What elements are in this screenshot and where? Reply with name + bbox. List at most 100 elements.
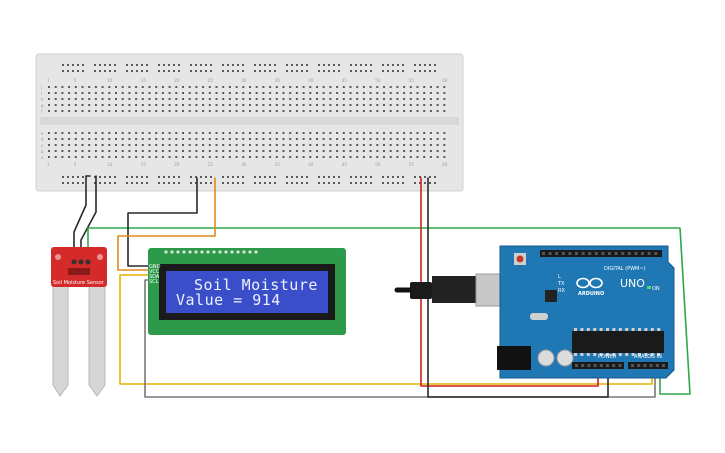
- digital-pin[interactable]: [581, 252, 585, 255]
- arduino-digital-pins[interactable]: [542, 252, 658, 255]
- breadboard-hole[interactable]: [82, 64, 84, 66]
- breadboard-hole[interactable]: [255, 150, 258, 152]
- breadboard-hole[interactable]: [286, 182, 288, 184]
- breadboard-hole[interactable]: [316, 138, 318, 140]
- breadboard-hole[interactable]: [182, 144, 184, 146]
- breadboard-hole[interactable]: [262, 156, 265, 158]
- breadboard-hole[interactable]: [190, 182, 192, 184]
- breadboard-hole[interactable]: [328, 176, 330, 178]
- breadboard-hole[interactable]: [389, 144, 392, 146]
- breadboard-hole[interactable]: [383, 144, 385, 146]
- breadboard-hole[interactable]: [336, 150, 339, 152]
- breadboard-hole[interactable]: [409, 92, 412, 94]
- breadboard-hole[interactable]: [155, 92, 158, 94]
- breadboard-hole[interactable]: [382, 182, 384, 184]
- breadboard-hole[interactable]: [262, 138, 265, 140]
- breadboard-hole[interactable]: [409, 150, 412, 152]
- breadboard-hole[interactable]: [215, 156, 218, 158]
- breadboard-hole[interactable]: [389, 86, 392, 88]
- power-pin[interactable]: [593, 364, 597, 367]
- breadboard-hole[interactable]: [62, 176, 64, 178]
- breadboard-hole[interactable]: [74, 92, 77, 94]
- breadboard-hole[interactable]: [434, 182, 436, 184]
- breadboard-hole[interactable]: [227, 176, 229, 178]
- breadboard-hole[interactable]: [329, 92, 332, 94]
- breadboard-hole[interactable]: [178, 64, 180, 66]
- breadboard-hole[interactable]: [289, 86, 292, 88]
- breadboard-hole[interactable]: [161, 86, 164, 88]
- breadboard-hole[interactable]: [141, 104, 144, 106]
- breadboard-hole[interactable]: [322, 144, 325, 146]
- breadboard-hole[interactable]: [349, 150, 352, 152]
- breadboard-hole[interactable]: [136, 64, 138, 66]
- breadboard-hole[interactable]: [237, 182, 239, 184]
- breadboard-hole[interactable]: [82, 70, 84, 72]
- breadboard-hole[interactable]: [188, 110, 191, 112]
- breadboard-hole[interactable]: [259, 176, 261, 178]
- breadboard-hole[interactable]: [115, 86, 117, 88]
- breadboard-hole[interactable]: [48, 86, 50, 88]
- analog-pin[interactable]: [637, 364, 641, 367]
- breadboard-hole[interactable]: [289, 98, 292, 100]
- breadboard-hole[interactable]: [424, 64, 426, 66]
- breadboard-hole[interactable]: [128, 98, 131, 100]
- breadboard-hole[interactable]: [208, 104, 211, 106]
- breadboard-hole[interactable]: [72, 64, 74, 66]
- breadboard-hole[interactable]: [365, 70, 367, 72]
- breadboard-hole[interactable]: [309, 138, 312, 140]
- breadboard-hole[interactable]: [99, 176, 101, 178]
- breadboard-hole[interactable]: [255, 144, 258, 146]
- breadboard-hole[interactable]: [94, 98, 97, 100]
- breadboard-hole[interactable]: [72, 182, 74, 184]
- breadboard-hole[interactable]: [68, 92, 71, 94]
- breadboard-hole[interactable]: [195, 182, 197, 184]
- breadboard-hole[interactable]: [336, 144, 339, 146]
- breadboard-hole[interactable]: [115, 150, 117, 152]
- breadboard-hole[interactable]: [329, 132, 332, 134]
- breadboard-hole[interactable]: [128, 156, 131, 158]
- breadboard-hole[interactable]: [94, 86, 97, 88]
- breadboard-hole[interactable]: [275, 98, 278, 100]
- breadboard-hole[interactable]: [235, 156, 238, 158]
- breadboard-hole[interactable]: [195, 104, 198, 106]
- breadboard-hole[interactable]: [316, 86, 318, 88]
- breadboard-hole[interactable]: [128, 110, 131, 112]
- breadboard-hole[interactable]: [349, 92, 352, 94]
- breadboard-hole[interactable]: [356, 110, 359, 112]
- breadboard-hole[interactable]: [356, 138, 359, 140]
- breadboard-hole[interactable]: [316, 92, 318, 94]
- breadboard-holes[interactable]: [48, 64, 446, 184]
- breadboard-hole[interactable]: [101, 150, 104, 152]
- breadboard-hole[interactable]: [131, 182, 133, 184]
- breadboard-hole[interactable]: [168, 70, 170, 72]
- breadboard-hole[interactable]: [81, 110, 84, 112]
- breadboard-hole[interactable]: [397, 176, 399, 178]
- breadboard-hole[interactable]: [342, 110, 345, 112]
- breadboard-hole[interactable]: [168, 98, 171, 100]
- breadboard-hole[interactable]: [141, 176, 143, 178]
- breadboard-hole[interactable]: [329, 86, 332, 88]
- breadboard-hole[interactable]: [436, 138, 439, 140]
- breadboard-hole[interactable]: [128, 92, 131, 94]
- breadboard-hole[interactable]: [175, 92, 178, 94]
- breadboard-hole[interactable]: [188, 150, 191, 152]
- breadboard-hole[interactable]: [282, 144, 285, 146]
- breadboard-hole[interactable]: [376, 150, 379, 152]
- breadboard-hole[interactable]: [148, 92, 151, 94]
- breadboard-hole[interactable]: [255, 156, 258, 158]
- breadboard-hole[interactable]: [350, 182, 352, 184]
- breadboard-hole[interactable]: [376, 144, 379, 146]
- breadboard-hole[interactable]: [301, 64, 303, 66]
- breadboard-hole[interactable]: [148, 138, 151, 140]
- breadboard-hole[interactable]: [387, 70, 389, 72]
- breadboard-hole[interactable]: [222, 86, 225, 88]
- breadboard-hole[interactable]: [309, 92, 312, 94]
- breadboard-hole[interactable]: [389, 98, 392, 100]
- breadboard-hole[interactable]: [306, 176, 308, 178]
- breadboard-hole[interactable]: [215, 104, 218, 106]
- digital-pin[interactable]: [621, 252, 625, 255]
- breadboard-hole[interactable]: [242, 98, 245, 100]
- breadboard-hole[interactable]: [403, 92, 406, 94]
- breadboard-hole[interactable]: [436, 98, 439, 100]
